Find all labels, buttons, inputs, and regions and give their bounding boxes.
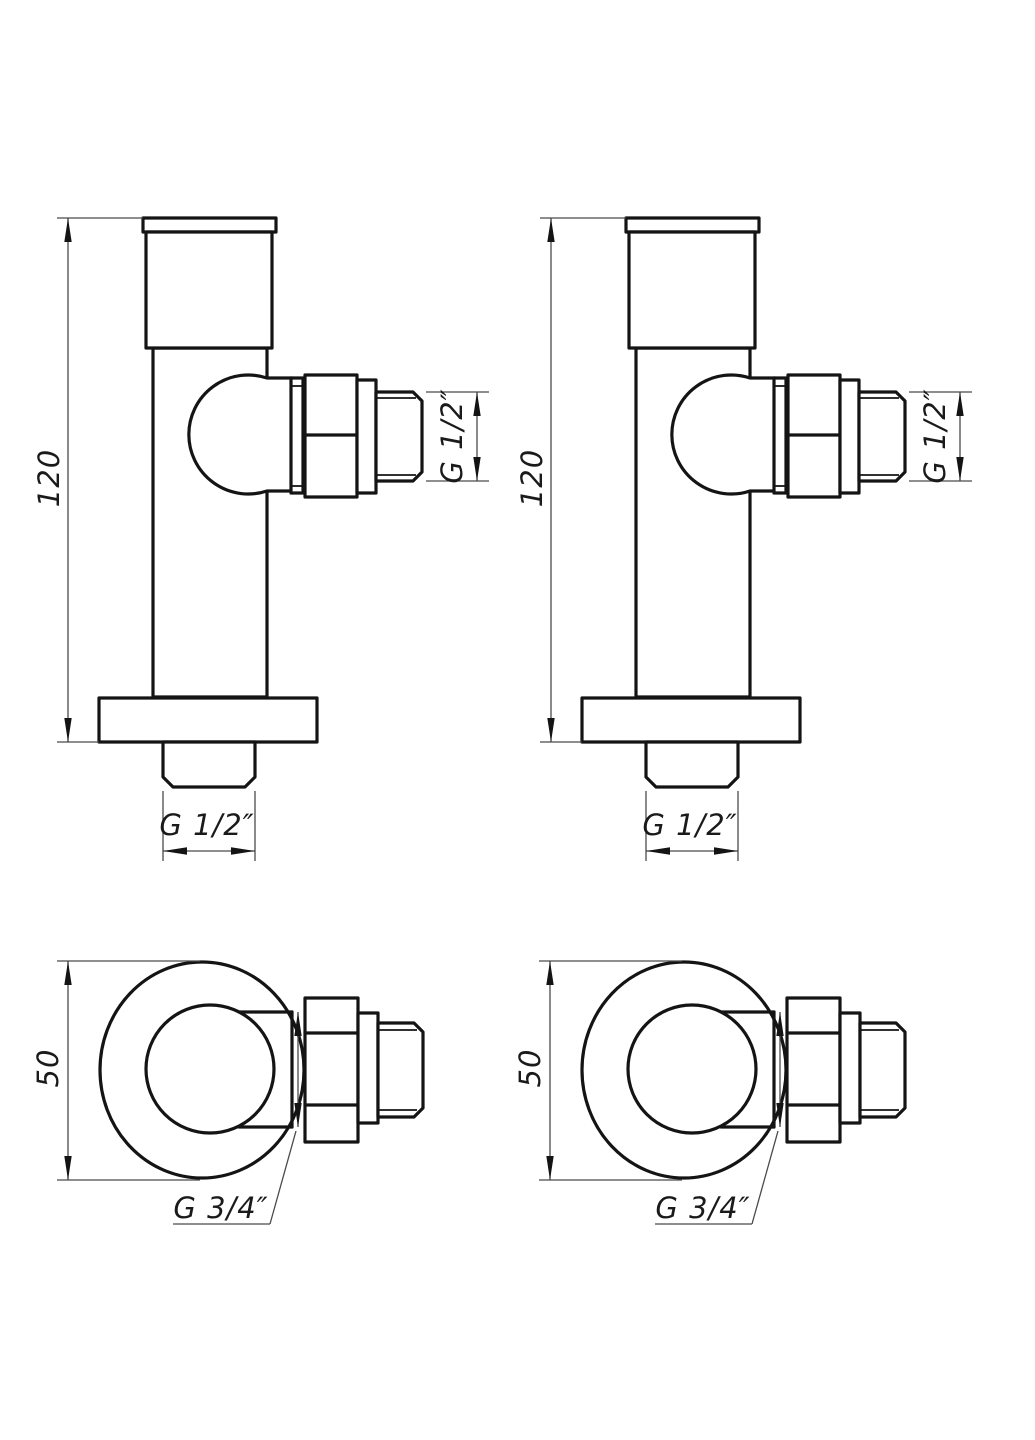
outlet-thread-label-right: G 1/2″	[918, 388, 952, 483]
inlet-thread-label-right: G 1/2″	[642, 808, 737, 842]
inlet-thread-label-left: G 1/2″	[159, 808, 254, 842]
height-dimension-label-left: 120	[32, 449, 66, 507]
diameter-dimension-label-left: 50	[31, 1049, 65, 1088]
union-thread-label-right: G 3/4″	[655, 1191, 750, 1225]
plan-view-right	[539, 961, 905, 1224]
outlet-thread-label-left: G 1/2″	[435, 388, 469, 483]
side-view-left	[57, 218, 489, 861]
plan-view-left	[57, 961, 423, 1224]
height-dimension-label-right: 120	[515, 449, 549, 507]
diameter-dimension-label-right: 50	[513, 1049, 547, 1088]
union-thread-label-left: G 3/4″	[173, 1191, 268, 1225]
drawing-sheet: 120 G 1/2″ G 1/2″ 120 G 1/2″ G 1/2″ 50 G…	[31, 218, 972, 1225]
side-view-right	[540, 218, 972, 861]
